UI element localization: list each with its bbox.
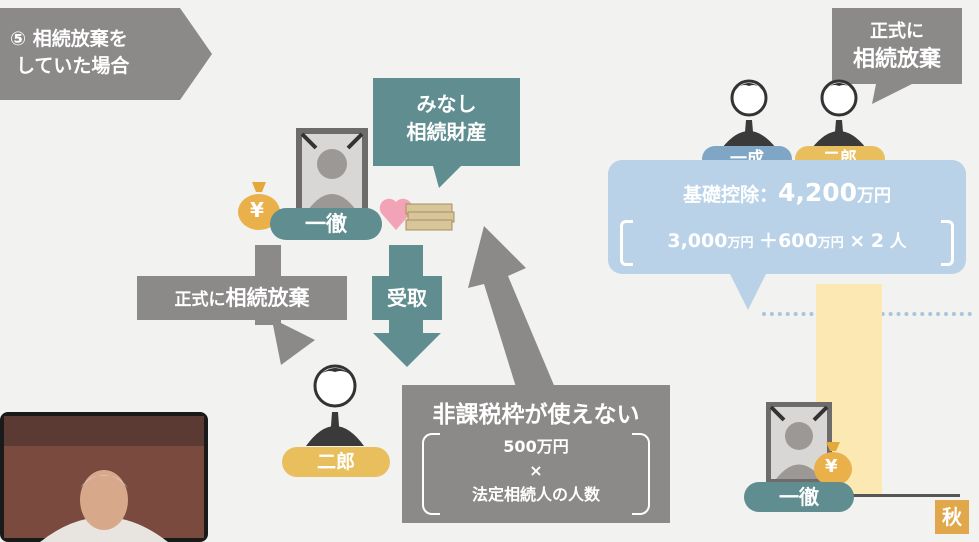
nontax-formula-line3: 法定相続人の人数 — [471, 485, 600, 504]
deceased-right-portrait — [766, 402, 832, 482]
nontax-title: 非課税枠が使えない — [432, 402, 640, 428]
section-title-box: ⑤ 相続放棄を していた場合 — [0, 8, 212, 100]
formula-b-unit: 万円 — [817, 236, 844, 251]
nontax-arrow — [460, 220, 580, 400]
renounce-callout-line1: 正式に — [870, 21, 924, 42]
renounce-callout-line2: 相続放棄 — [852, 47, 941, 72]
yen-symbol: ¥ — [250, 198, 264, 222]
deduction-label: 基礎控除： — [682, 184, 778, 206]
baseline — [760, 494, 960, 497]
speaker-video-thumbnail — [0, 412, 208, 542]
jiro-avatar — [296, 350, 374, 446]
formula-plus: ＋ — [759, 230, 779, 252]
formula-n-unit: 人 — [889, 232, 907, 252]
nontax-formula-line2: × — [529, 461, 543, 480]
deceased-portrait — [296, 128, 368, 214]
renounce-callout: 正式に 相続放棄 — [832, 8, 962, 104]
formula-a: 3,000 — [667, 230, 728, 252]
deceased-right-name-label: 一徹 — [744, 482, 854, 512]
deceased-name-label: 一徹 — [270, 208, 382, 240]
formula-a-unit: 万円 — [727, 236, 754, 251]
heart-money-icon — [378, 190, 456, 236]
yen-symbol-right: ¥ — [825, 456, 838, 477]
formula-b: 600 — [778, 230, 818, 252]
jiro-name-label: 二郎 — [282, 447, 390, 477]
formula-bracket-right — [941, 220, 954, 266]
deduction-value: 4,200 — [777, 178, 858, 207]
receive-label: 受取 — [372, 276, 442, 320]
formula-bracket-left — [620, 220, 633, 266]
nontax-bracket-left — [422, 433, 440, 515]
formula-times: × — [849, 230, 866, 252]
nontax-formula-line1: 500万円 — [503, 437, 569, 456]
section-title-line2: していた場合 — [16, 55, 130, 77]
minashi-line1: みなし — [416, 92, 477, 116]
nontax-bracket-right — [632, 433, 650, 515]
renounce-label: 正式に相続放棄 — [137, 276, 347, 320]
money-bag-icon: ¥ — [236, 178, 282, 230]
section-title-line1: ⑤ 相続放棄を — [10, 28, 128, 50]
formula-n: 2 — [870, 230, 885, 252]
jiro-right-avatar — [806, 68, 872, 148]
nontax-box: 非課税枠が使えない 500万円 × 法定相続人の人数 — [402, 385, 670, 523]
corner-badge: 秋 — [935, 500, 969, 534]
chevron-shape — [0, 8, 212, 100]
renounce-label-plain: 正式に — [174, 290, 226, 310]
ichinari-avatar — [716, 68, 782, 148]
money-bag-right-icon: ¥ — [812, 438, 854, 486]
minashi-line2: 相続財産 — [406, 120, 487, 144]
deduction-unit: 万円 — [857, 186, 892, 206]
minashi-inheritance-box: みなし 相続財産 — [373, 78, 520, 188]
deduction-panel: 基礎控除：4,200万円 3,000万円 ＋600万円 × 2 人 — [608, 160, 966, 310]
corner-badge-text: 秋 — [942, 505, 962, 529]
renounce-label-bold: 相続放棄 — [225, 286, 310, 310]
